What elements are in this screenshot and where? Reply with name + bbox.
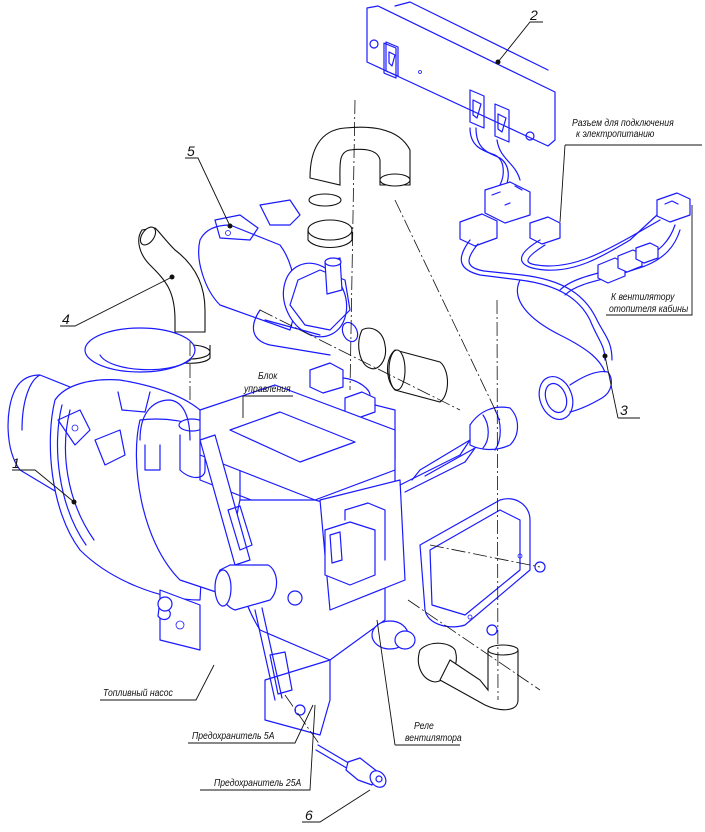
control-panel <box>366 1 556 147</box>
callout-6: 6 <box>305 807 313 823</box>
label-fan-relay-line2: вентилятора <box>405 732 462 744</box>
label-fan-relay-line1: Реле <box>414 720 434 732</box>
label-cabin-fan-line2: отопителя кабины <box>609 303 689 315</box>
relay-cover <box>419 498 546 636</box>
wiring-harness <box>460 214 681 373</box>
fuel-fitting <box>315 744 387 788</box>
label-power-connector-line1: Разъем для подключения <box>572 117 674 129</box>
harness-connectors <box>459 181 691 247</box>
water-hose-top <box>307 126 411 249</box>
label-control-unit-line2: управления <box>244 383 291 395</box>
leader-lines <box>12 21 702 823</box>
fuel-pump <box>199 434 293 701</box>
callout-5: 5 <box>187 143 195 159</box>
cable-grommet <box>411 370 612 481</box>
water-hose-bottom <box>417 642 519 711</box>
panel-cables <box>469 127 521 189</box>
label-cabin-fan-line1: К вентилятору <box>611 291 675 303</box>
callout-3: 3 <box>620 402 628 418</box>
label-fuel-pump: Топливный насос <box>103 687 173 699</box>
label-fuse-5a: Предохранитель 5А <box>192 730 275 742</box>
harness-cable <box>399 439 476 493</box>
label-control-unit-line1: Блок <box>258 370 278 382</box>
callout-4: 4 <box>62 311 70 327</box>
callout-2: 2 <box>530 7 538 23</box>
label-fuse-25a: Предохранитель 25А <box>214 777 302 789</box>
heater-body <box>7 327 416 736</box>
label-power-connector-line2: к электропитанию <box>576 128 655 140</box>
water-pump <box>198 199 449 403</box>
center-lines <box>189 99 541 746</box>
callout-1: 1 <box>12 455 20 471</box>
